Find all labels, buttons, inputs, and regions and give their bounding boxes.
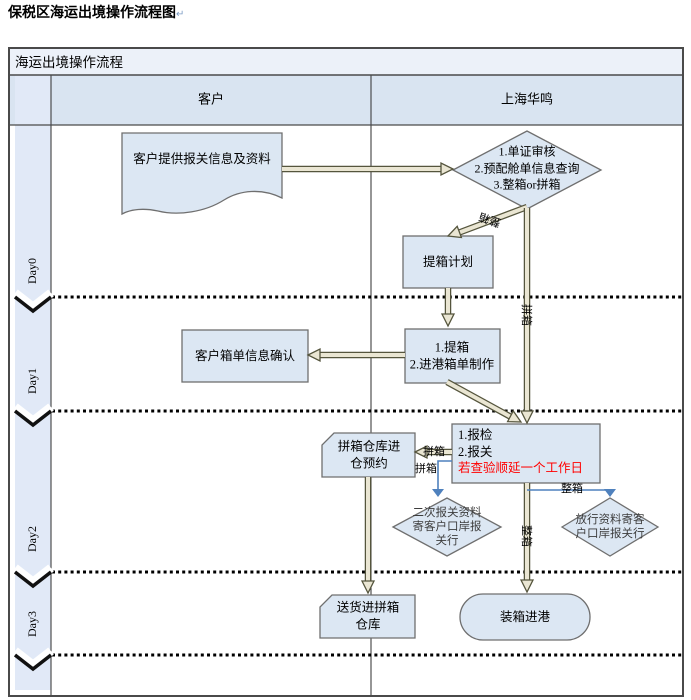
- node-release-docs-decision: [560, 497, 660, 557]
- diagram-frame: [8, 47, 684, 697]
- pickup-line2: 2.进港箱单制作: [409, 357, 495, 371]
- label-pickup-listmaking: 1.提箱 2.进港箱单制作: [406, 340, 498, 373]
- release-docs-line2: 户口岸报关行: [575, 528, 645, 540]
- chevron-day2: [12, 564, 54, 589]
- edge-label-lcl-vertical: 拼箱: [520, 304, 533, 326]
- label-pickup-plan: 提箱计划: [422, 254, 474, 269]
- edge-label-fcl-vertical: 整箱: [520, 525, 533, 547]
- label-declare: 1.报检 2.报关 若查验顺延一个工作日: [458, 427, 583, 477]
- hollow-arrows: [282, 161, 535, 595]
- arrow-pickup-to-confirm: [306, 347, 405, 363]
- declare-line2: 2.报关: [458, 444, 493, 459]
- deliver-line2: 仓库: [355, 617, 381, 631]
- lane-chevrons: [12, 289, 54, 672]
- chevron-day0: [12, 289, 54, 314]
- edge-label-lcl-booking: 拼箱: [423, 445, 445, 458]
- frame-title: 海运出境操作流程: [15, 55, 123, 70]
- node-second-docs-decision: [391, 497, 503, 557]
- blue-line-declare-to-seconddocs: [437, 460, 452, 490]
- label-deliver: 送货进拼箱 仓库: [337, 600, 400, 633]
- release-docs-line1: 放行资料寄客: [575, 514, 645, 526]
- header-row-fill: [9, 75, 683, 125]
- column-header-customer: 客户: [197, 91, 225, 107]
- arrow-booking-to-deliver: [360, 477, 376, 595]
- page-title: 保税区海运出境操作流程图↵: [8, 5, 184, 23]
- label-customer-doc: 客户提供报关信息及资料: [133, 151, 271, 166]
- second-docs-line1: 二次报关资料: [412, 507, 482, 519]
- node-customer-doc: [121, 132, 283, 216]
- arrow-decision-to-declare-lcl: [519, 208, 535, 425]
- label-release-docs: 放行资料寄客 户口岸报关行: [576, 513, 645, 541]
- arrow-doc-to-decision: [282, 161, 455, 177]
- titlebar-fill: [9, 48, 683, 75]
- node-pickup-listmaking: [404, 328, 501, 384]
- second-docs-line3: 关行: [435, 535, 459, 547]
- page-title-text: 保税区海运出境操作流程图: [8, 6, 176, 21]
- lane-label-day3: Day3: [25, 611, 40, 637]
- declare-red-note: 若查验顺延一个工作日: [458, 461, 584, 475]
- deliver-line1: 送货进拼箱: [336, 600, 400, 615]
- arrow-declare-to-booking-lcl: [413, 444, 452, 460]
- label-decision-docs-check: 1.单证审核 2.预配舱单信息查询 3.整箱or拼箱: [474, 143, 579, 193]
- decision1-line2: 2.预配舱单信息查询: [474, 160, 580, 175]
- pickup-line1: 1.提箱: [434, 340, 470, 355]
- decision1-line3: 3.整箱or拼箱: [493, 177, 561, 192]
- chevron-day1: [12, 403, 54, 428]
- blue-arrowhead-releasedocs: [604, 489, 616, 497]
- node-decision-docs-check: [451, 130, 603, 210]
- declare-line1: 1.报检: [458, 428, 493, 442]
- decision1-line1: 1.单证审核: [498, 144, 556, 159]
- label-customer-confirm: 客户箱单信息确认: [194, 348, 296, 363]
- second-docs-line2: 寄客户口岸报: [412, 521, 482, 533]
- blue-arrowhead-seconddocs: [432, 489, 444, 497]
- return-mark: ↵: [176, 9, 185, 20]
- lane-label-day0: Day0: [25, 258, 40, 284]
- label-load-port: 装箱进港: [499, 609, 551, 624]
- node-load-port-terminator: [459, 593, 591, 641]
- column-header-company: 上海华鸣: [500, 91, 554, 107]
- edge-label-fcl-blue: 整箱: [561, 482, 583, 495]
- lcl-booking-line1: 拼箱仓库进: [337, 439, 401, 454]
- arrow-pickup-to-declare: [445, 379, 523, 423]
- lane-label-day2: Day2: [25, 526, 40, 552]
- edge-label-lcl-blue: 拼箱: [415, 462, 437, 475]
- label-lcl-booking: 拼箱仓库进 仓预约: [338, 439, 401, 472]
- chevron-day3: [12, 647, 54, 672]
- node-deliver-card: [319, 594, 416, 639]
- lane-label-day1: Day1: [25, 368, 40, 394]
- arrow-declare-to-loadport-fcl: [519, 483, 535, 594]
- node-customer-confirm: [181, 329, 309, 383]
- lcl-booking-line2: 仓预约: [350, 456, 388, 470]
- arrow-decision-to-pickupplan-fcl: [446, 203, 529, 239]
- arrow-pickupplan-to-pickup: [440, 288, 456, 328]
- label-second-docs: 二次报关资料 寄客户口岸报 关行: [413, 506, 482, 548]
